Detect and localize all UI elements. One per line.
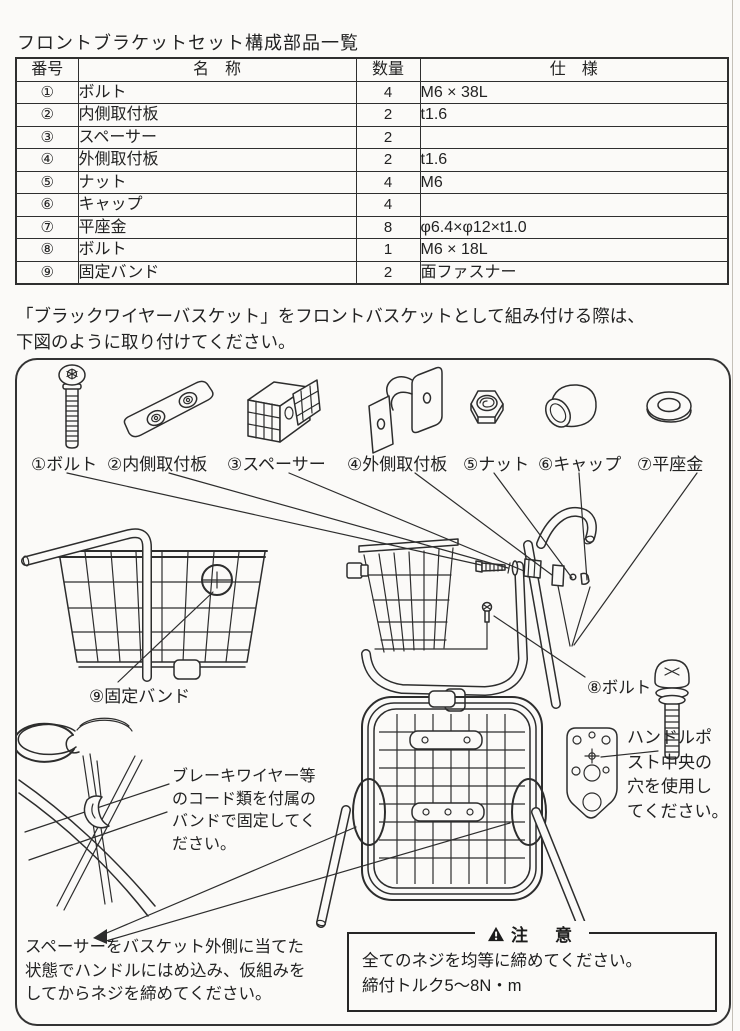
col-header-spec: 仕 様 — [419, 57, 729, 82]
band-position-highlight — [201, 564, 233, 596]
fixing-band-illustration — [17, 717, 133, 763]
handlepost-note: ハンドルポ スト中央の 穴を使用し てください。 — [627, 728, 729, 821]
part-label-1: ①ボルト — [31, 455, 98, 474]
wheel-fork-illustration — [18, 753, 170, 917]
assembly-diagram: ①ボルト ②内側取付板 ③スペーサー ④外側取付板 ⑤ナット ⑥キャップ ⑦平座… — [15, 358, 731, 1026]
part-label-6: ⑥キャップ — [538, 455, 622, 474]
right-handlebar-illustration — [536, 506, 597, 549]
spacer-position-highlight-left — [352, 778, 386, 846]
caution-title: 注 意 — [475, 921, 589, 946]
caution-box: 注 意 全てのネジを均等に締めてください。 締付トルク5～8N・m — [347, 921, 717, 1012]
part-bolt-1-illustration — [58, 364, 86, 449]
col-header-name: 名 称 — [77, 57, 357, 82]
part-outer-plate-illustration — [368, 366, 443, 454]
table-header-row: 番号 名 称 数量 仕 様 — [15, 57, 729, 82]
caution-title-text: 注 意 — [511, 926, 577, 945]
spacer-position-highlight-right — [511, 778, 547, 846]
caution-text: 全てのネジを均等に締めてください。 締付トルク5～8N・m — [362, 952, 643, 995]
part-label-3: ③スペーサー — [227, 455, 326, 474]
left-handlebar-illustration — [21, 528, 152, 682]
brake-note: ブレーキワイヤー等 のコード類を付属の バンドで固定してく ださい。 — [172, 768, 317, 853]
part-label-2: ②内側取付板 — [107, 455, 208, 474]
handle-post-plate-illustration — [566, 727, 618, 819]
page-edge-line — [732, 0, 733, 1031]
doc-title: フロントブラケットセット構成部品一覧 — [17, 33, 359, 53]
part-washer-illustration — [646, 391, 692, 423]
part-label-5: ⑤ナット — [463, 455, 530, 474]
part-inner-plate-illustration — [123, 380, 214, 438]
col-header-no: 番号 — [15, 57, 79, 82]
left-basket-illustration — [56, 550, 268, 680]
band-label: ⑨固定バンド — [89, 687, 191, 706]
warning-icon — [488, 926, 504, 941]
bolt8-label: ⑧ボルト — [587, 679, 652, 697]
part-spacer-illustration — [247, 379, 321, 443]
basket-bottom-view-illustration — [315, 690, 587, 931]
leader-lines — [66, 472, 698, 944]
part-label-7: ⑦平座金 — [637, 455, 704, 474]
spacer-note: スペーサーをバスケット外側に当てた 状態でハンドルにはめ込み、仮組みを してから… — [25, 938, 306, 1003]
intro-text: 「ブラックワイヤーバスケット」をフロントバスケットとして組み付ける際は、 下図の… — [16, 306, 645, 352]
assembly-illustration — [17, 364, 698, 944]
col-header-qty: 数量 — [355, 57, 421, 82]
part-cap-illustration — [544, 384, 597, 428]
part-label-4: ④外側取付板 — [347, 455, 448, 474]
part-nut-illustration — [470, 390, 504, 424]
bolt-8-illustration — [654, 659, 690, 760]
